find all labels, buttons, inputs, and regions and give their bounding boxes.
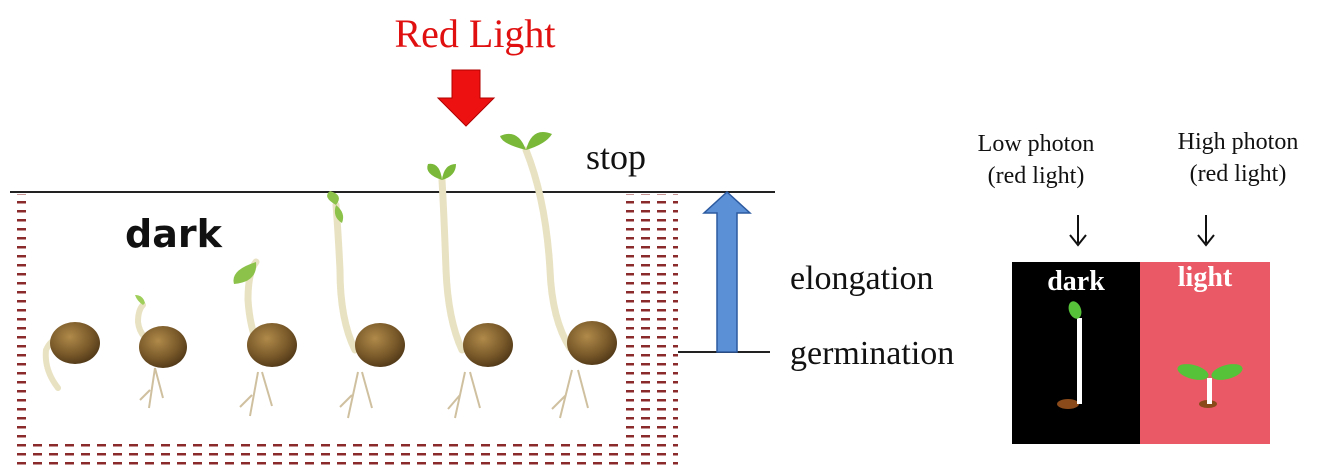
stop-label: stop — [586, 136, 646, 178]
diagram-title: Red Light — [370, 10, 580, 57]
dark-label: dark — [125, 212, 222, 256]
elongation-label: elongation — [790, 260, 934, 298]
low-photon-caption: Low photon (red light) — [936, 128, 1136, 192]
elongation-arrow — [704, 192, 750, 352]
high-photon-caption: High photon (red light) — [1138, 126, 1338, 190]
high-photon-caption-line1: High photon — [1138, 126, 1338, 158]
dark-chamber — [10, 100, 678, 466]
high-photon-arrow — [1198, 215, 1214, 245]
light-panel-label: light — [1140, 262, 1270, 294]
low-photon-caption-line2: (red light) — [936, 160, 1136, 192]
dark-panel-label: dark — [1012, 266, 1140, 298]
germination-label: germination — [790, 335, 954, 373]
low-photon-arrow — [1070, 215, 1086, 245]
high-photon-caption-line2: (red light) — [1138, 158, 1338, 190]
low-photon-caption-line1: Low photon — [936, 128, 1136, 160]
